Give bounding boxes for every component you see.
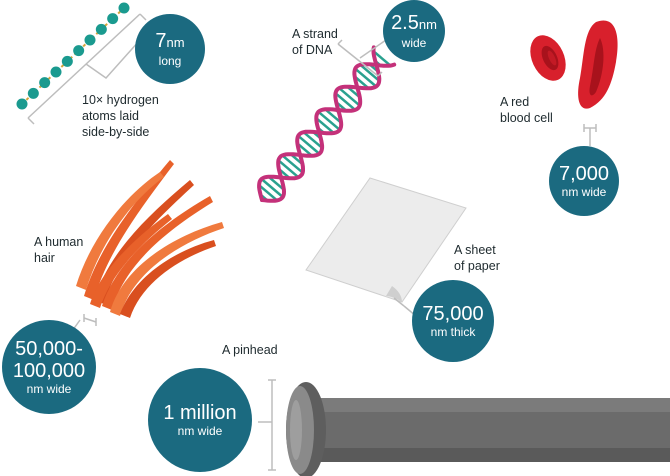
dna-size-unit: nm xyxy=(418,16,437,32)
hydrogen-size-value: 7 xyxy=(155,29,167,52)
dna-size-badge: 2.5nm wide xyxy=(383,0,445,62)
dna-base-pair xyxy=(296,142,313,157)
dna-base-pair xyxy=(338,87,361,107)
dna-base-pair xyxy=(277,159,300,179)
paper-label: A sheet of paper xyxy=(454,243,500,273)
dna-helix-icon xyxy=(257,45,397,203)
dna-base-pair xyxy=(372,50,392,67)
red-blood-cell-icon xyxy=(530,20,618,109)
hydrogen-size-badge: 7nm long xyxy=(135,14,205,84)
hydrogen-label: 10× hydrogen atoms laid side-by-side xyxy=(82,93,159,139)
hydrogen-size-desc: long xyxy=(158,53,182,68)
hydrogen-size-unit: nm xyxy=(166,34,185,50)
dna-base-pair xyxy=(354,67,378,88)
dna-bracket xyxy=(337,39,387,77)
dna-base-pair xyxy=(334,92,357,111)
blood-cell-bracket xyxy=(583,124,597,146)
hydrogen-atom xyxy=(39,77,51,89)
hydrogen-bracket xyxy=(27,13,147,125)
dna-base-pair xyxy=(258,184,278,202)
hair-label: A human hair xyxy=(34,235,84,265)
paper-size-badge: 75,000 nm thick xyxy=(412,280,494,362)
human-hair-icon xyxy=(76,160,224,318)
paper-size-desc: nm thick xyxy=(430,324,476,339)
dna-base-pair xyxy=(281,154,304,174)
hydrogen-atom xyxy=(16,98,28,110)
hair-size-value-line2: 100,000 xyxy=(12,359,86,382)
blood-cell-size-desc: nm wide xyxy=(561,184,607,199)
dna-base-pair xyxy=(315,117,335,134)
hydrogen-atom xyxy=(107,13,119,25)
dna-base-pair xyxy=(324,108,342,124)
dna-base-pair xyxy=(317,110,341,131)
pinhead-size-badge: 1 million nm wide xyxy=(148,368,252,472)
pinhead-label: A pinhead xyxy=(222,343,278,357)
dna-base-pair xyxy=(359,63,381,82)
paper-size-value: 75,000 xyxy=(422,302,484,325)
hydrogen-atom xyxy=(73,45,85,57)
hair-size-desc: nm wide xyxy=(26,381,72,396)
hydrogen-atom xyxy=(95,23,107,35)
pinhead-bracket xyxy=(258,379,276,471)
pinhead-icon xyxy=(286,382,670,476)
dna-label: A strand of DNA xyxy=(292,27,338,57)
hair-size-badge: 50,000- 100,000 nm wide xyxy=(2,320,96,414)
pinhead-size-value: 1 million xyxy=(163,401,237,424)
blood-cell-size-value: 7,000 xyxy=(558,162,610,185)
hydrogen-atom xyxy=(118,2,130,14)
hair-size-value-line1: 50,000- xyxy=(15,337,83,360)
blood-cell-label: A red blood cell xyxy=(500,95,553,125)
hydrogen-atom xyxy=(27,87,39,99)
dna-size-desc: wide xyxy=(401,35,427,50)
dna-base-pair xyxy=(267,175,285,191)
dna-base-pair xyxy=(302,131,323,149)
blood-cell-size-badge: 7,000 nm wide xyxy=(549,146,619,216)
dna-base-pair xyxy=(260,178,284,198)
pinhead-size-desc: nm wide xyxy=(177,423,223,438)
hydrogen-atom xyxy=(84,34,96,46)
hydrogen-atom xyxy=(50,66,62,78)
paper-sheet-icon xyxy=(305,177,467,303)
hydrogen-atom xyxy=(61,55,73,67)
hydrogen-atoms-icon xyxy=(16,2,130,110)
dna-base-pair xyxy=(297,134,321,155)
dna-size-value: 2.5 xyxy=(391,11,419,34)
